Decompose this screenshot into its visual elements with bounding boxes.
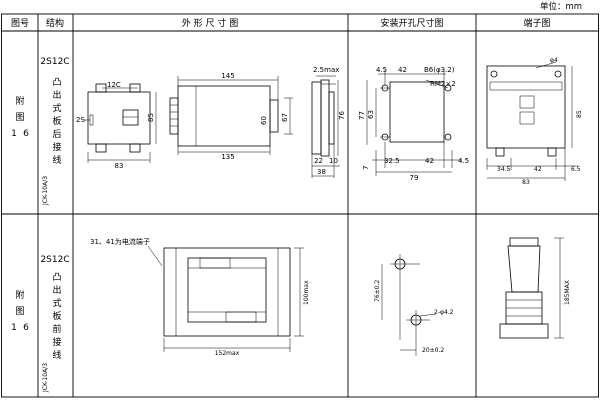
header-outline: 外 形 尺 寸 图 xyxy=(182,17,238,29)
svg-text:线: 线 xyxy=(52,349,61,361)
svg-text:1: 1 xyxy=(11,129,17,139)
svg-text:6: 6 xyxy=(23,323,29,333)
table-grid xyxy=(1,13,599,398)
outline2-note: 31、41为电流端子 xyxy=(90,237,150,246)
svg-text:板: 板 xyxy=(52,310,61,322)
mount1-drawing: 4.5 42 B6(φ3.2) RM2×2 77 63 32.5 42 4.5 … xyxy=(358,66,469,182)
header-structure: 结构 xyxy=(46,17,64,29)
svg-text:板: 板 xyxy=(52,115,61,127)
svg-text:后: 后 xyxy=(52,129,61,140)
row2-code: JCK-10A/3 xyxy=(42,363,49,393)
svg-text:凸: 凸 xyxy=(52,272,61,283)
svg-text:100max: 100max xyxy=(303,280,310,305)
svg-text:85: 85 xyxy=(576,110,583,118)
row1-structure: 2S12C 凸 出 式 板 后 接 线 JCK-10A/3 xyxy=(40,57,69,206)
svg-text:附: 附 xyxy=(15,289,24,301)
svg-text:2S: 2S xyxy=(76,116,85,124)
row2-model: 2S12C xyxy=(40,255,69,265)
svg-text:63: 63 xyxy=(367,110,375,119)
svg-text:2.5max: 2.5max xyxy=(313,66,339,74)
svg-text:42: 42 xyxy=(425,157,434,165)
outline2-drawing: 31、41为电流端子 100max 152max xyxy=(90,237,310,357)
row1-code: JCK-10A/3 xyxy=(42,176,49,206)
row2-structure: 2S12C 凸 出 式 板 前 接 线 JCK-10A/3 xyxy=(40,255,69,393)
svg-text:RM2×2: RM2×2 xyxy=(430,80,456,88)
header-mounting: 安装开孔尺寸图 xyxy=(380,17,443,29)
svg-text:42: 42 xyxy=(398,66,407,74)
outline1-end-view: 2.5max 76 22 10 38 xyxy=(311,66,346,178)
svg-text:38: 38 xyxy=(317,168,326,176)
svg-text:接: 接 xyxy=(52,336,61,348)
svg-text:线: 线 xyxy=(52,154,61,166)
term1-drawing: φ4 85 34.5 42 6.5 83 xyxy=(486,57,583,186)
svg-text:前: 前 xyxy=(52,323,61,335)
svg-text:7: 7 xyxy=(362,166,370,170)
table-header: 图号 结构 外 形 尺 寸 图 安装开孔尺寸图 端子图 xyxy=(11,17,551,29)
svg-text:2-φ4.2: 2-φ4.2 xyxy=(434,309,454,316)
outline1-side-view: 145 135 60 67 xyxy=(169,72,293,161)
term2-drawing: 185MAX xyxy=(499,237,571,339)
svg-text:85: 85 xyxy=(147,113,155,122)
row1-fig-number: 附 图 1 6 xyxy=(11,95,29,139)
svg-text:42: 42 xyxy=(534,166,542,173)
svg-text:1: 1 xyxy=(11,323,17,333)
mount2-drawing: 76±0.2 2-φ4.2 20±0.2 xyxy=(374,254,454,356)
svg-text:67: 67 xyxy=(281,113,289,122)
svg-text:79: 79 xyxy=(410,174,419,182)
svg-text:34.5: 34.5 xyxy=(497,166,511,173)
svg-text:60: 60 xyxy=(260,116,268,125)
svg-text:附: 附 xyxy=(15,95,24,107)
svg-text:185MAX: 185MAX xyxy=(564,280,571,305)
svg-text:12C: 12C xyxy=(107,81,121,89)
svg-text:出: 出 xyxy=(52,89,61,101)
svg-text:接: 接 xyxy=(52,141,61,153)
svg-text:152max: 152max xyxy=(215,350,240,357)
svg-text:6: 6 xyxy=(23,129,29,139)
svg-text:10: 10 xyxy=(329,157,338,165)
svg-text:出: 出 xyxy=(52,284,61,296)
header-fig-no: 图号 xyxy=(11,18,29,29)
svg-text:6.5: 6.5 xyxy=(571,166,581,173)
svg-text:凸: 凸 xyxy=(52,77,61,88)
svg-text:B6(φ3.2): B6(φ3.2) xyxy=(424,66,455,74)
svg-text:式: 式 xyxy=(52,102,61,114)
svg-text:83: 83 xyxy=(115,162,124,170)
svg-text:76: 76 xyxy=(338,111,346,120)
svg-text:4.5: 4.5 xyxy=(376,66,387,74)
row2-fig-number: 附 图 1 6 xyxy=(11,289,29,333)
svg-text:22: 22 xyxy=(314,157,323,165)
header-terminal: 端子图 xyxy=(523,17,550,29)
svg-text:135: 135 xyxy=(221,153,234,161)
svg-text:77: 77 xyxy=(358,111,366,120)
svg-text:145: 145 xyxy=(221,72,234,80)
svg-text:4.5: 4.5 xyxy=(458,157,469,165)
svg-text:图: 图 xyxy=(15,306,24,317)
svg-text:φ4: φ4 xyxy=(550,57,558,64)
svg-text:20±0.2: 20±0.2 xyxy=(422,347,444,354)
svg-text:32.5: 32.5 xyxy=(384,157,400,165)
svg-text:76±0.2: 76±0.2 xyxy=(374,280,381,302)
unit-label: 单位：mm xyxy=(540,1,582,12)
svg-text:图: 图 xyxy=(15,112,24,123)
outline1-front-view: 12C 2S 85 83 xyxy=(76,81,157,170)
svg-text:83: 83 xyxy=(522,179,530,186)
svg-text:式: 式 xyxy=(52,297,61,309)
row1-model: 2S12C xyxy=(40,57,69,67)
